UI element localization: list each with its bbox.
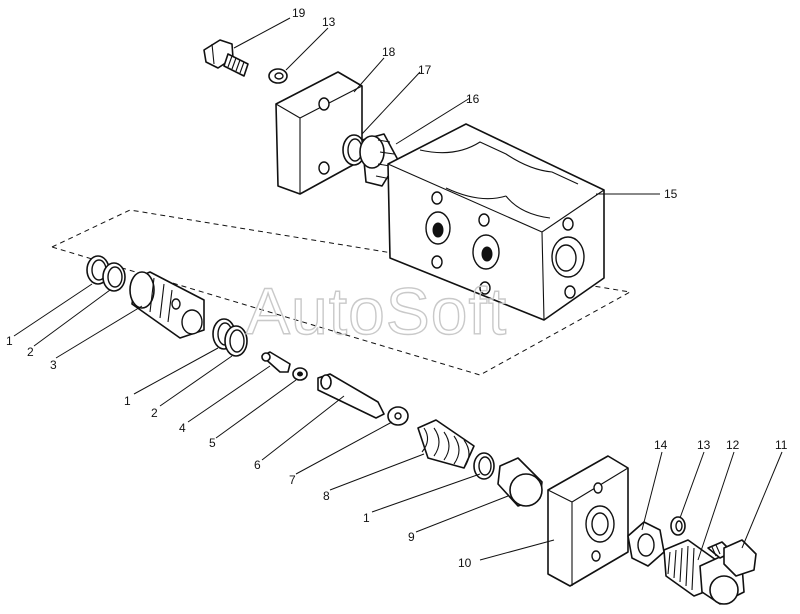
label-13-right: 13	[697, 438, 711, 452]
label-10: 10	[458, 556, 472, 570]
label-1-mid: 1	[124, 394, 131, 408]
spring-8	[417, 419, 475, 469]
label-12: 12	[726, 438, 740, 452]
label-14: 14	[654, 438, 668, 452]
label-13-top: 13	[322, 15, 336, 29]
washer-7	[387, 406, 409, 426]
stem-6	[317, 373, 385, 419]
label-16: 16	[466, 92, 480, 106]
label-6: 6	[254, 458, 261, 472]
label-18: 18	[382, 45, 396, 59]
spring-washer-13-top	[268, 68, 288, 84]
spring-washer-13-right	[670, 516, 686, 536]
label-5: 5	[209, 436, 216, 450]
assembly-boundary	[50, 209, 632, 376]
label-11: 11	[775, 438, 788, 452]
sleeve-3	[129, 271, 205, 339]
watermark: AutoSoft	[246, 274, 507, 348]
o-ring-17	[342, 134, 366, 166]
label-1-right: 1	[363, 511, 370, 525]
backup-ring-2-mid	[224, 325, 248, 357]
label-17: 17	[418, 63, 432, 77]
small-nut-5	[292, 367, 308, 381]
label-2-mid: 2	[151, 406, 158, 420]
nut-14	[627, 521, 665, 567]
cap-9	[497, 457, 543, 507]
label-2-left: 2	[27, 345, 34, 359]
end-plate-10	[547, 455, 629, 587]
label-9: 9	[408, 530, 415, 544]
label-7: 7	[289, 473, 296, 487]
needle-4	[261, 351, 291, 373]
leader-lines	[13, 17, 783, 561]
o-ring-1-right	[473, 452, 495, 480]
label-19: 19	[292, 6, 306, 20]
cover-plate-18	[275, 71, 363, 195]
bolt-11	[707, 539, 757, 577]
label-15: 15	[664, 187, 678, 201]
label-1-left: 1	[6, 334, 13, 348]
label-3: 3	[50, 358, 57, 372]
bolt-19	[203, 39, 249, 77]
valve-body-15	[387, 123, 605, 321]
label-4: 4	[179, 421, 186, 435]
label-8: 8	[323, 489, 330, 503]
backup-ring-2-left	[102, 262, 126, 292]
